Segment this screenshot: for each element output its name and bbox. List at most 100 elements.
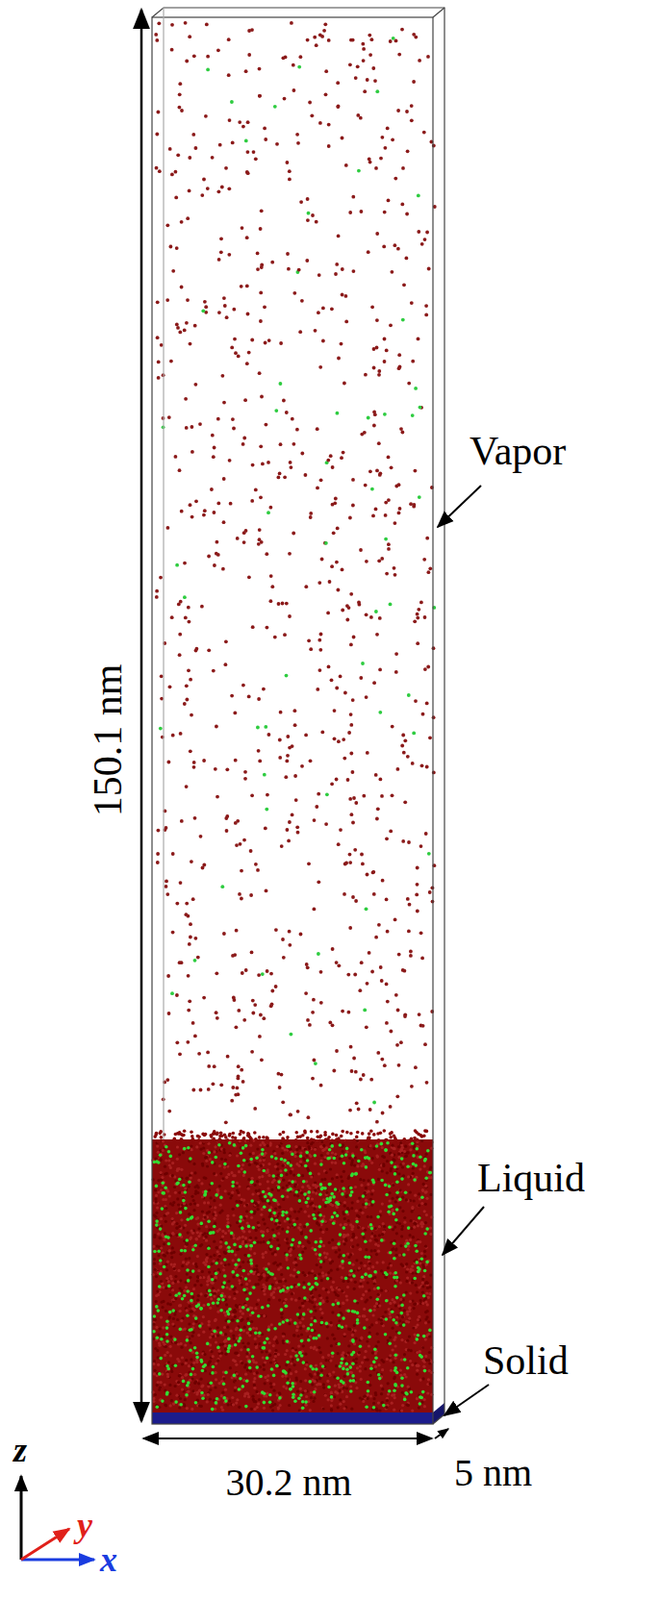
- atom: [236, 1077, 241, 1082]
- atom: [290, 813, 295, 818]
- atom: [256, 749, 261, 754]
- atom: [417, 58, 422, 63]
- atom: [304, 1404, 308, 1408]
- atom: [232, 998, 237, 1003]
- atom: [210, 155, 215, 160]
- atom: [292, 1218, 296, 1222]
- atom: [177, 468, 182, 473]
- atom: [237, 892, 242, 897]
- atom: [190, 1364, 194, 1368]
- atom: [287, 943, 292, 948]
- atom: [330, 1345, 333, 1348]
- atom: [397, 1172, 401, 1176]
- atom: [385, 1000, 390, 1005]
- atom: [163, 1166, 167, 1169]
- atom: [242, 1174, 246, 1178]
- atom: [402, 282, 407, 287]
- atom: [372, 347, 377, 352]
- atom: [393, 573, 398, 578]
- atom: [394, 484, 399, 489]
- atom: [253, 1307, 257, 1311]
- atom: [375, 231, 380, 236]
- atom: [212, 446, 217, 451]
- atom: [415, 612, 420, 617]
- atom: [388, 603, 393, 608]
- atom: [282, 475, 287, 480]
- atom: [185, 1273, 189, 1277]
- atom: [195, 1320, 199, 1324]
- atom: [375, 89, 380, 94]
- atom: [426, 665, 431, 670]
- atom: [239, 869, 244, 874]
- atom: [323, 22, 328, 26]
- atom: [270, 1189, 274, 1193]
- atom: [382, 412, 387, 417]
- atom: [380, 794, 384, 799]
- atom: [338, 1305, 342, 1309]
- atom: [285, 252, 290, 256]
- atom: [153, 1370, 157, 1373]
- atom: [378, 1409, 381, 1413]
- atom: [388, 39, 393, 44]
- atom: [168, 1294, 172, 1297]
- atom: [202, 513, 206, 518]
- atom: [304, 1247, 307, 1251]
- atom: [368, 1108, 373, 1113]
- atom: [179, 108, 184, 113]
- atom: [318, 668, 323, 673]
- atom: [340, 609, 345, 613]
- atom: [267, 1174, 271, 1178]
- atom: [191, 1021, 196, 1026]
- atom: [253, 1372, 256, 1376]
- atom: [263, 827, 268, 832]
- atom: [385, 930, 390, 935]
- atom: [247, 575, 252, 580]
- atom: [215, 795, 220, 800]
- atom: [278, 1206, 281, 1210]
- atom: [238, 1310, 242, 1314]
- atom: [341, 451, 346, 456]
- atom: [219, 1246, 223, 1250]
- atom: [381, 1222, 385, 1226]
- atom: [231, 1208, 235, 1212]
- atom: [393, 243, 398, 248]
- atom: [305, 1154, 309, 1158]
- atom: [251, 1177, 254, 1181]
- atom: [243, 398, 248, 403]
- atom: [182, 561, 187, 566]
- atom: [352, 269, 356, 274]
- atom: [176, 152, 180, 157]
- atom: [288, 1114, 293, 1118]
- atom: [253, 1338, 257, 1342]
- atom: [178, 1253, 182, 1257]
- atom: [231, 1275, 235, 1279]
- atom: [333, 1385, 337, 1389]
- atom: [274, 408, 279, 413]
- atom: [280, 938, 285, 942]
- atom: [239, 1068, 244, 1073]
- atom: [236, 1065, 241, 1069]
- atom: [205, 1400, 209, 1404]
- atom: [381, 245, 386, 250]
- atom: [348, 926, 353, 931]
- atom: [161, 1326, 165, 1330]
- atom: [210, 433, 215, 438]
- atom: [333, 1162, 337, 1166]
- atom: [336, 104, 341, 109]
- atom: [408, 954, 413, 959]
- atom: [297, 65, 302, 70]
- atom: [347, 1219, 351, 1223]
- atom: [422, 1366, 426, 1370]
- atom: [318, 121, 323, 126]
- atom: [307, 1271, 311, 1275]
- atom: [257, 760, 262, 764]
- atom: [313, 1373, 317, 1377]
- atom: [415, 1373, 419, 1377]
- atom: [340, 136, 345, 141]
- atom: [428, 1370, 432, 1373]
- atom: [226, 1055, 230, 1060]
- atom: [193, 1035, 198, 1040]
- atom: [339, 1175, 343, 1179]
- atom: [211, 669, 216, 674]
- atom: [241, 1236, 245, 1240]
